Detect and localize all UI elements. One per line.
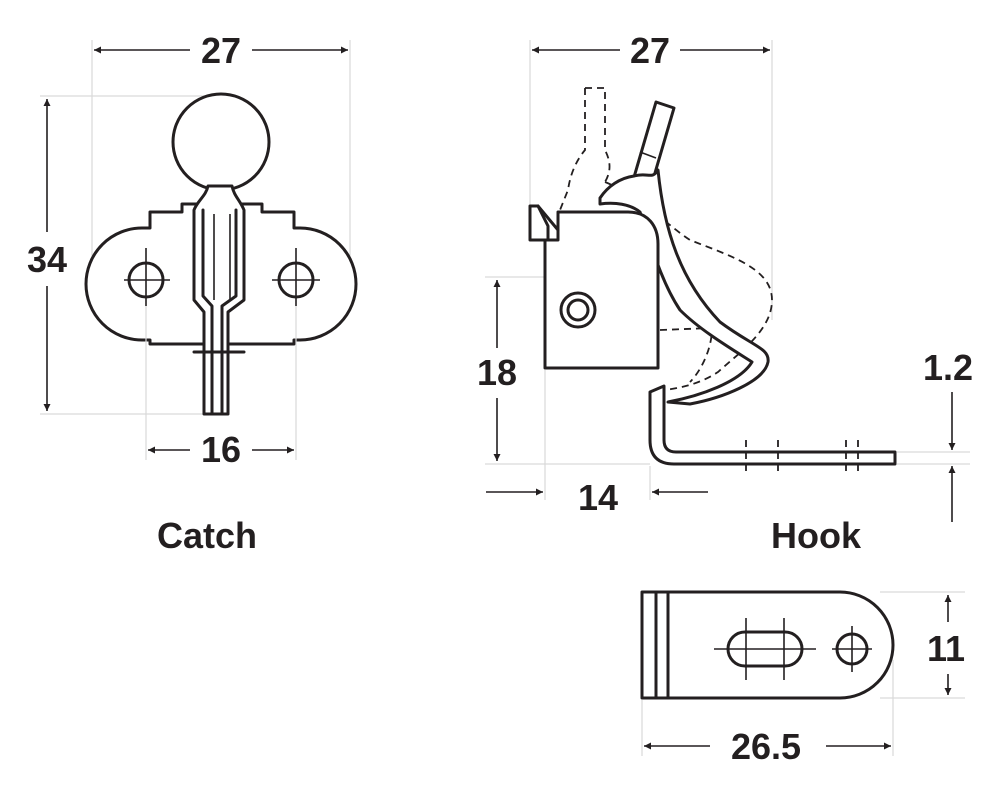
hook-base-block [543,210,660,370]
catch-width-label: 27 [201,30,241,71]
hook-open-position-outline [559,87,773,391]
hook-plate-hole [832,626,872,672]
plate-width-label: 11 [927,628,965,669]
hook-lever-detail [639,151,657,159]
catch-hole-spacing-dimension: 16 [148,429,294,470]
hook-side-view: 27 18 14 [477,30,973,556]
hook-thickness-dimension: 1.2 [923,347,973,522]
catch-screw-hole-right [272,248,320,306]
hook-width-dimension: 27 [532,30,770,71]
hook-rivet-outer [559,291,597,329]
hook-height-label: 18 [477,352,517,393]
catch-spring-line-left [201,208,214,416]
catch-hole-spacing-label: 16 [201,429,241,470]
hook-width-label: 27 [630,30,670,71]
catch-height-label: 34 [27,239,67,280]
plate-length-dimension: 26.5 [644,726,891,767]
catch-view: 27 34 [27,30,358,556]
catch-width-dimension: 27 [94,30,348,71]
hook-strip [648,384,897,466]
hook-offset-label: 14 [578,477,618,518]
catch-height-dimension: 34 [27,99,67,411]
hook-offset-dimension: 14 [486,477,708,518]
hook-base-tab [528,204,550,242]
catch-ball [171,92,271,192]
plate-width-dimension: 11 [927,595,965,695]
hook-height-dimension: 18 [477,280,517,461]
hook-tab-edge [536,204,560,232]
catch-title: Catch [157,515,257,556]
plate-length-label: 26.5 [731,726,801,767]
hook-thickness-label: 1.2 [923,347,973,388]
catch-spring-line-right [220,208,238,416]
hook-title: Hook [771,515,862,556]
hook-plate-view: 11 26.5 [640,590,965,767]
hook-plate-slot [714,618,816,680]
catch-spring-inner [213,214,231,300]
catch-screw-hole-left [124,248,170,306]
hook-rivet-inner [566,298,590,322]
catch-spring-stem [192,184,246,416]
